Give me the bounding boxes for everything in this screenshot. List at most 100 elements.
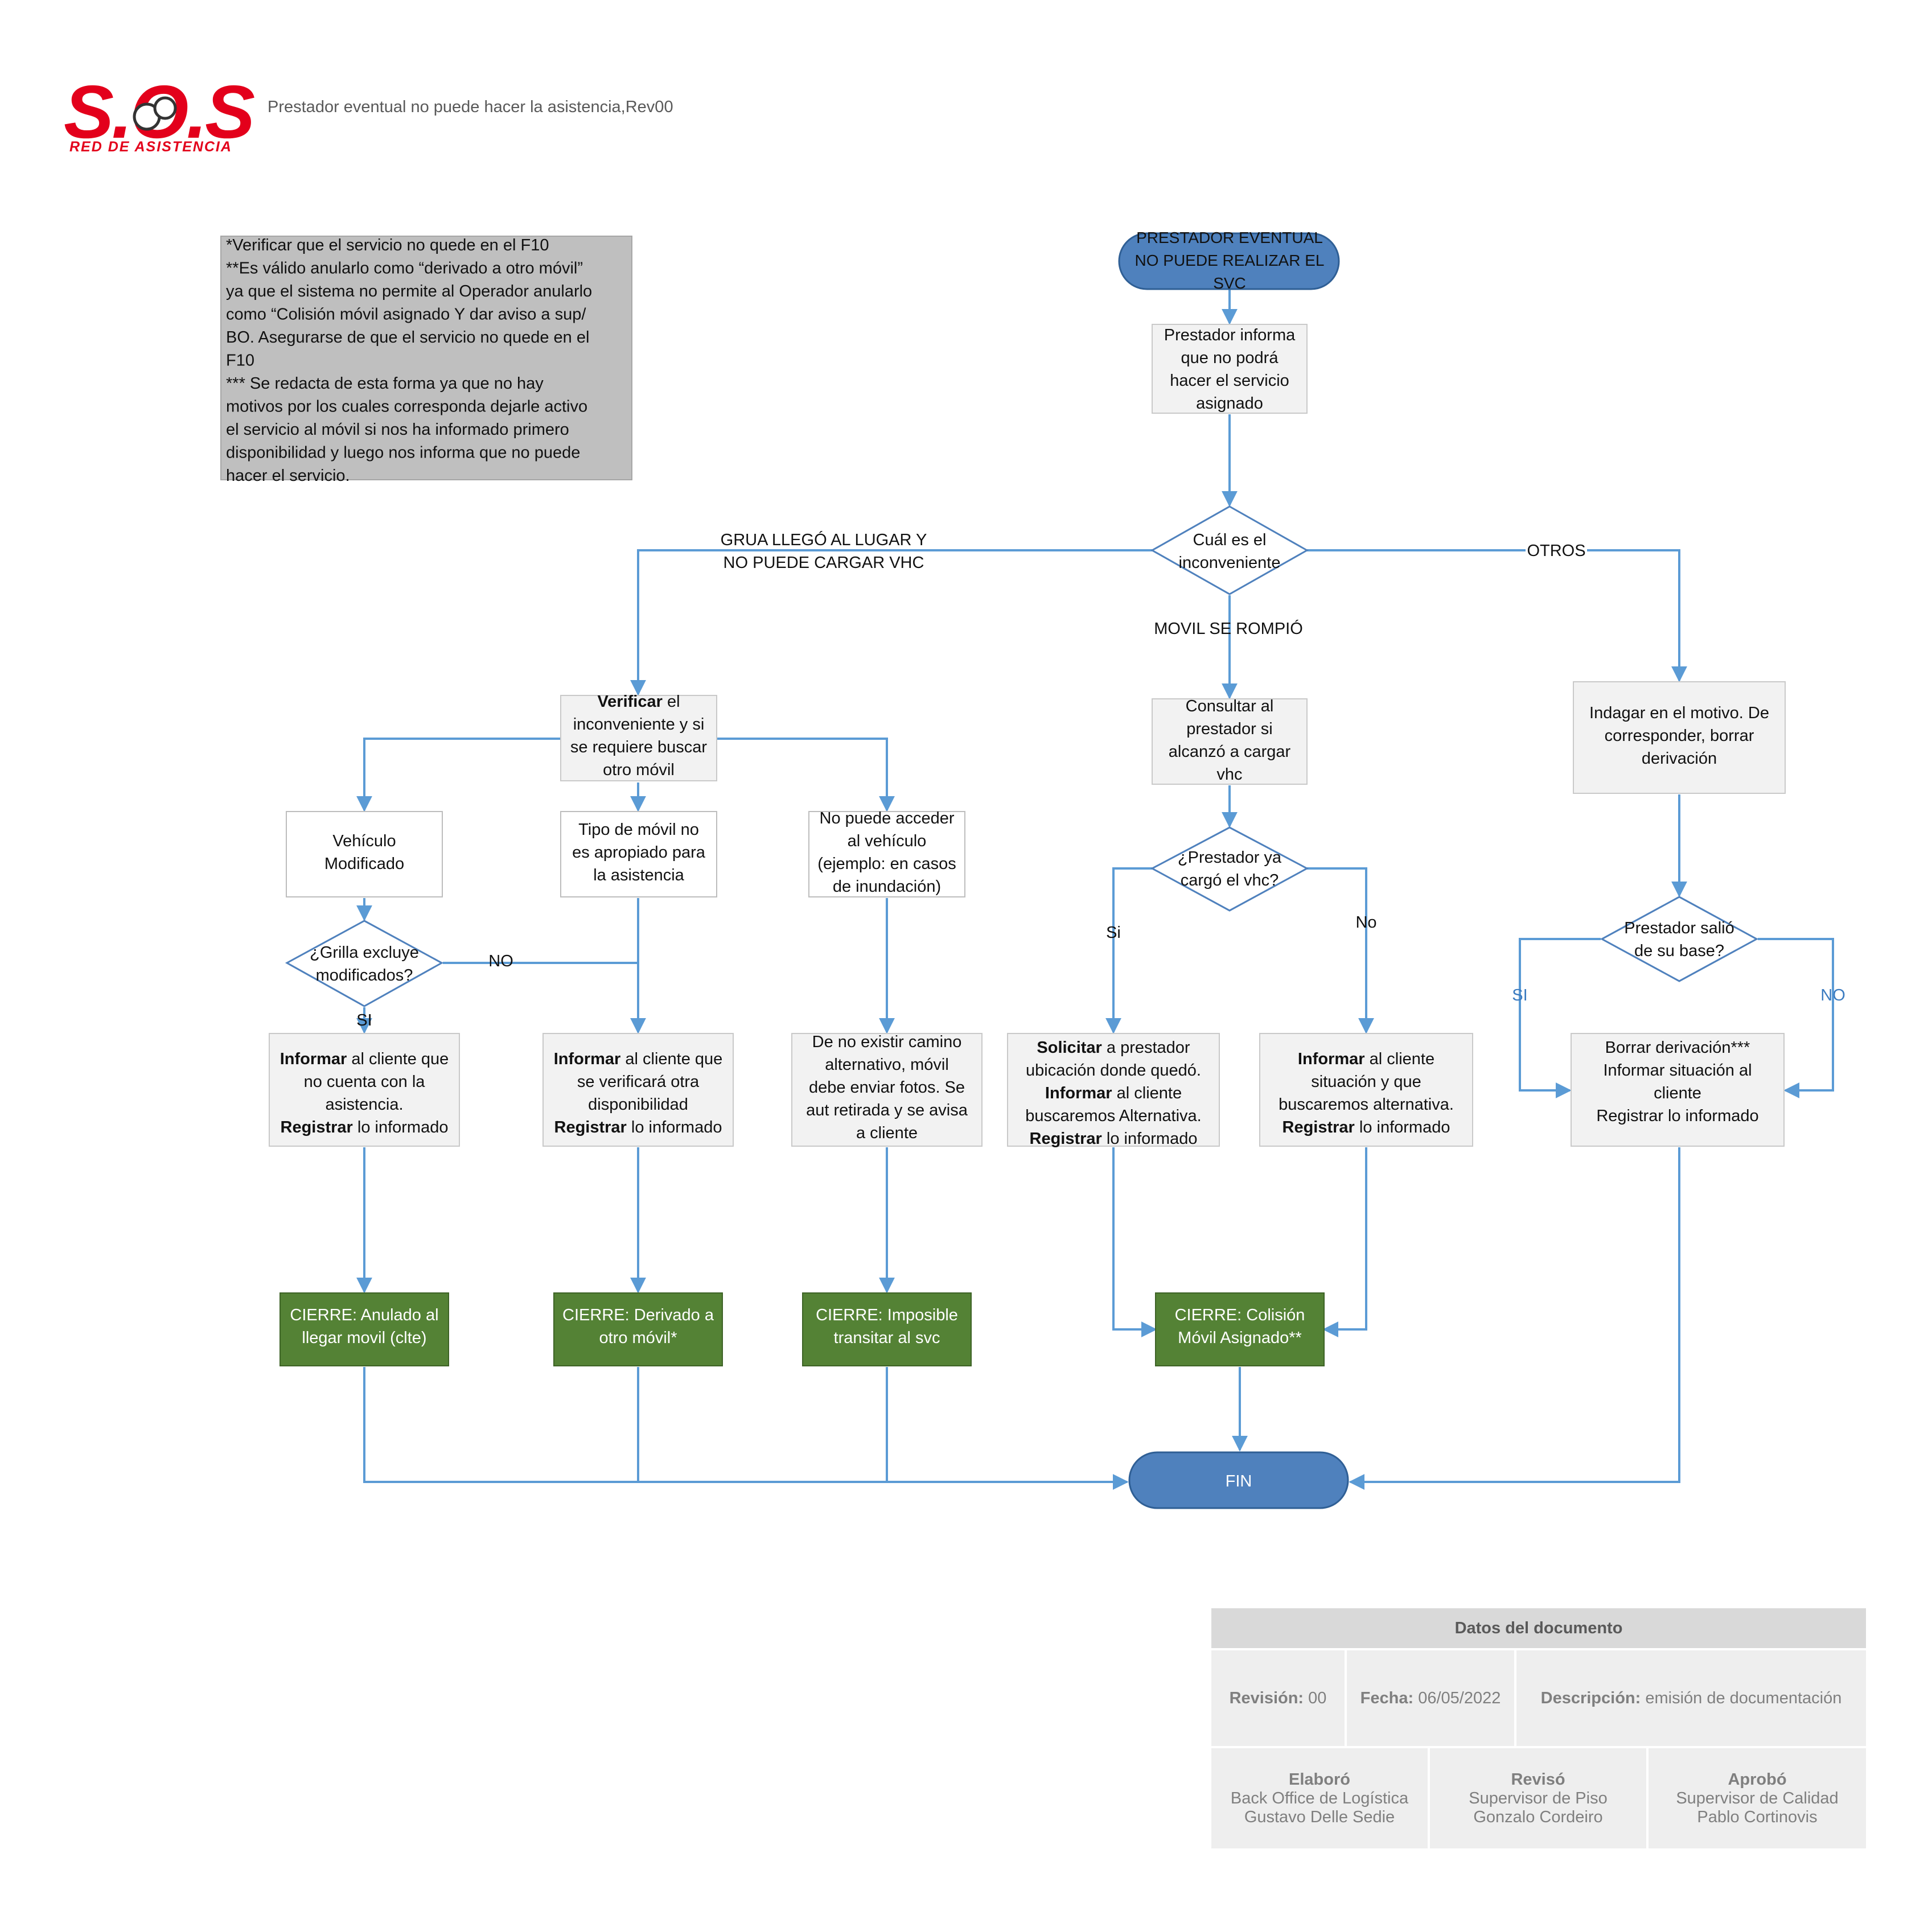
- connector: [1322, 1147, 1367, 1337]
- text-line: disponibilidad: [588, 1096, 688, 1114]
- svg-text:Registrar lo informado: Registrar lo informado: [554, 1118, 722, 1136]
- descripcion-cell: Descripción: emisión de documentación: [1516, 1650, 1866, 1746]
- borrar-label: Borrar derivación***Informar situación a…: [1596, 1039, 1758, 1125]
- text-line: disponibilidad y luego nos informa que n…: [226, 444, 580, 462]
- edge-label-base-si: SI: [1512, 986, 1527, 1004]
- decision-grilla: ¿Grilla excluye modificados?: [285, 920, 444, 1007]
- text-line: PRESTADOR EVENTUAL: [1136, 229, 1323, 246]
- text-line: inconveniente y si: [573, 715, 705, 734]
- text-line: Vehículo: [332, 832, 396, 850]
- connector: [1758, 938, 1834, 1098]
- no-acceder-label: No puede acceder al vehículo (ejemplo: en …: [817, 809, 956, 896]
- svg-text:Informar al cliente: Informar al cliente: [1045, 1084, 1182, 1102]
- text-line: Informar situación al: [1603, 1061, 1752, 1080]
- connector: [356, 738, 561, 812]
- reviso-cell: Revisó Supervisor de Piso Gonzalo Cordei…: [1430, 1748, 1646, 1848]
- text-line: GRUA LLEGÓ AL LUGAR Y: [721, 530, 927, 549]
- text-line: no cuenta con la: [304, 1073, 426, 1091]
- svg-text:Registrar lo informado: Registrar lo informado: [1282, 1118, 1450, 1136]
- connectors: [356, 289, 1834, 1490]
- text-line: motivos por los cuales corresponda dejar…: [226, 398, 587, 416]
- connector: [363, 1367, 1129, 1490]
- edge-label-base-no: NO: [1820, 986, 1845, 1004]
- text-line: que no podrá: [1181, 349, 1279, 367]
- process-informar-verificara: Informar al cliente que se verificará ot…: [542, 1033, 734, 1147]
- text-line: modificados?: [316, 966, 413, 985]
- signatures-row: Elaboró Back Office de Logística Gustavo…: [1211, 1748, 1866, 1848]
- document-title: Prestador eventual no puede hacer la asi…: [268, 98, 673, 116]
- text-line: a cliente: [856, 1124, 918, 1142]
- text-line: alternativo, móvil: [825, 1056, 949, 1074]
- edge-label-cargo-si: Si: [1106, 924, 1121, 942]
- text-line: *** Se redacta de esta forma ya que no h…: [226, 374, 544, 393]
- text-line: No puede acceder: [820, 809, 955, 827]
- text-line: (ejemplo: en casos: [817, 855, 956, 873]
- text-line: inconveniente: [1179, 554, 1281, 572]
- document-data-row: Revisión: 00 Fecha: 06/05/2022 Descripci…: [1211, 1650, 1866, 1746]
- aprobo-cell: Aprobó Supervisor de Calidad Pablo Corti…: [1649, 1748, 1866, 1848]
- text-line: como “Colisión móvil asignado Y dar avis…: [226, 306, 586, 324]
- svg-text:Informar al cliente que: Informar al cliente que: [280, 1050, 449, 1068]
- process-no-acceder: No puede acceder al vehículo (ejemplo: en …: [808, 809, 965, 897]
- text-line: Prestador informa: [1164, 326, 1296, 344]
- document-data-title: Datos del documento: [1211, 1608, 1866, 1648]
- text-line: CIERRE: Imposible: [816, 1306, 958, 1324]
- text-line: asignado: [1196, 394, 1263, 413]
- edge-label-movil-rompio: MOVIL SE ROMPIÓ: [1154, 619, 1303, 638]
- text-line: Cuál es el: [1193, 531, 1267, 549]
- edge-label-otros: OTROS: [1527, 542, 1585, 560]
- edge-label-cargo-no: No: [1355, 913, 1376, 932]
- text-line: Tipo de móvil no: [578, 821, 699, 839]
- text-line: Indagar en el motivo. De: [1589, 704, 1769, 722]
- text-line: se requiere buscar: [570, 738, 708, 756]
- text-line: De no existir camino: [812, 1033, 962, 1051]
- svg-text:Solicitar a prestador: Solicitar a prestador: [1037, 1039, 1190, 1057]
- connector: [1105, 867, 1152, 1034]
- end-terminator: FIN: [1128, 1451, 1349, 1509]
- decision-grilla-label: ¿Grilla excluye modificados?: [310, 944, 419, 985]
- connector: [1112, 1147, 1157, 1337]
- text-line: *Verificar que el servicio no quede en e…: [226, 236, 549, 254]
- revision-cell: Revisión: 00: [1211, 1650, 1345, 1746]
- text-line: F10: [226, 352, 254, 370]
- fecha-cell: Fecha: 06/05/2022: [1347, 1650, 1514, 1746]
- connector: [1307, 549, 1687, 682]
- svg-text:buscaremos Alternativa.: buscaremos Alternativa.: [1025, 1107, 1201, 1125]
- text-line: CIERRE: Derivado a: [562, 1306, 714, 1324]
- decision-inconveniente-label: Cuál es el inconveniente: [1179, 531, 1281, 572]
- text-line: prestador si: [1186, 720, 1273, 738]
- logo-subtitle: RED DE ASISTENCIA: [69, 139, 232, 155]
- text-line: corresponder, borrar: [1605, 727, 1754, 745]
- text-line: al vehículo: [848, 832, 927, 850]
- edge-label-grilla-no: NO: [488, 952, 513, 970]
- text-line: **Es válido anularlo como “derivado a ot…: [226, 260, 583, 278]
- sos-logo: S.O.S RED DE ASISTENCIA: [64, 70, 257, 155]
- connector: [630, 549, 1152, 696]
- notes-text: *Verificar que el servicio no quede en e…: [226, 236, 592, 485]
- text-line: ¿Grilla excluye: [310, 944, 419, 962]
- notes-box: *Verificar que el servicio no quede en e…: [220, 236, 632, 485]
- connector: [717, 738, 895, 812]
- text-line: alcanzó a cargar: [1169, 743, 1291, 761]
